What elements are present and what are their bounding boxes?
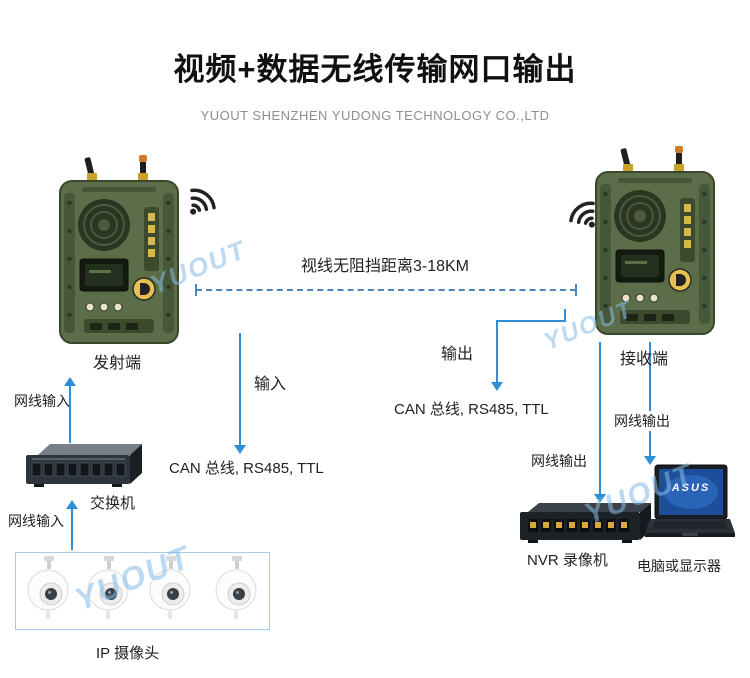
link-endcap-left [195, 284, 197, 296]
serial-bus-right-label: CAN 总线, RS485, TTL [394, 401, 549, 418]
input-label: 输入 [254, 376, 287, 393]
transmitter-label: 发射端 [93, 355, 142, 372]
antenna-icon [620, 146, 684, 173]
page-title: 视频+数据无线传输网口输出 [173, 52, 577, 87]
antenna-icon [84, 155, 148, 182]
link-endcap-right [575, 284, 577, 296]
lan-output-laptop-label: 网线输出 [611, 411, 673, 431]
fan-grille-icon [78, 199, 130, 251]
nvr-illustration [520, 503, 651, 543]
device-buttons [85, 302, 123, 312]
serial-output-stub [564, 309, 566, 320]
brand-strip [680, 198, 695, 262]
ip-camera-group [15, 552, 270, 630]
ip-camera-icon [27, 556, 69, 619]
logo-badge-icon [132, 277, 156, 301]
ip-camera-label: IP 摄像头 [96, 645, 160, 662]
laptop-illustration [645, 464, 735, 537]
camera-uplink-line [71, 509, 73, 550]
device-buttons [621, 293, 659, 303]
brand-strip [144, 207, 159, 271]
ip-camera-icon [87, 556, 129, 619]
arrow-up-icon [66, 500, 78, 509]
serial-output-line [496, 320, 498, 382]
arrow-down-icon [644, 456, 656, 465]
distance-label: 视线无阻挡距离3-18KM [300, 258, 470, 275]
pc-label: 电脑或显示器 [637, 558, 721, 574]
lcd-screen [79, 258, 129, 292]
serial-bus-left-label: CAN 总线, RS485, TTL [169, 460, 324, 477]
lan-to-laptop-line [649, 342, 651, 456]
wifi-icon [190, 188, 216, 215]
serial-input-line [239, 333, 241, 445]
arrow-up-icon [64, 377, 76, 386]
arrow-down-icon [594, 494, 606, 503]
lcd-screen [615, 249, 665, 283]
network-switch-illustration [26, 444, 142, 487]
output-label: 输出 [441, 346, 474, 363]
ip-camera-icon [149, 556, 191, 619]
arrow-down-icon [491, 382, 503, 391]
wifi-icon [569, 201, 595, 228]
lan-to-nvr-line [599, 342, 601, 494]
company-subtitle: YUOUT SHENZHEN YUDONG TECHNOLOGY CO.,LTD [200, 108, 550, 123]
switch-label: 交换机 [90, 495, 136, 512]
lan-input-bottom-label: 网线输入 [8, 513, 64, 529]
arrow-down-icon [234, 445, 246, 454]
wireless-link-line [196, 289, 576, 291]
serial-output-elbow [496, 320, 566, 322]
logo-badge-icon [668, 268, 692, 292]
switch-uplink-line [69, 386, 71, 443]
lan-input-top-label: 网线输入 [14, 393, 70, 409]
receiver-device-illustration [595, 146, 715, 335]
ip-camera-icon [215, 556, 257, 619]
nvr-label: NVR 录像机 [527, 552, 608, 569]
laptop-brand-label: ASUS [671, 482, 711, 494]
lan-output-nvr-label: 网线输出 [528, 451, 590, 471]
fan-grille-icon [614, 190, 666, 242]
receiver-label: 接收端 [620, 351, 669, 368]
transmitter-device-illustration [59, 155, 179, 344]
